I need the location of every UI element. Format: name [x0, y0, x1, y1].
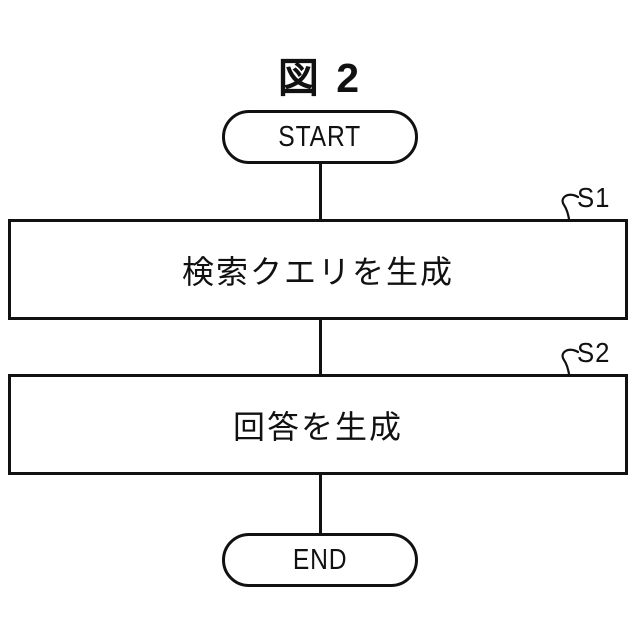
s2-reference-label: S2 — [577, 337, 611, 368]
process-box-s2: 回答を生成 — [8, 374, 628, 475]
s1-reference-label: S1 — [577, 182, 611, 213]
connector-start-to-s1 — [319, 163, 322, 221]
connector-s2-to-end — [319, 474, 322, 535]
process-s1-label: 検索クエリを生成 — [181, 253, 454, 290]
figure-title: 図 2 — [277, 55, 363, 101]
process-s2-label: 回答を生成 — [232, 408, 403, 445]
s1-leader-line — [561, 193, 579, 222]
end-terminal: END — [222, 533, 418, 587]
connector-s1-to-s2 — [319, 319, 322, 376]
process-box-s1: 検索クエリを生成 — [8, 219, 628, 320]
end-terminal-label: END — [292, 543, 348, 576]
s2-leader-line — [561, 348, 579, 377]
start-terminal: START — [222, 110, 418, 164]
start-terminal-label: START — [278, 120, 362, 153]
